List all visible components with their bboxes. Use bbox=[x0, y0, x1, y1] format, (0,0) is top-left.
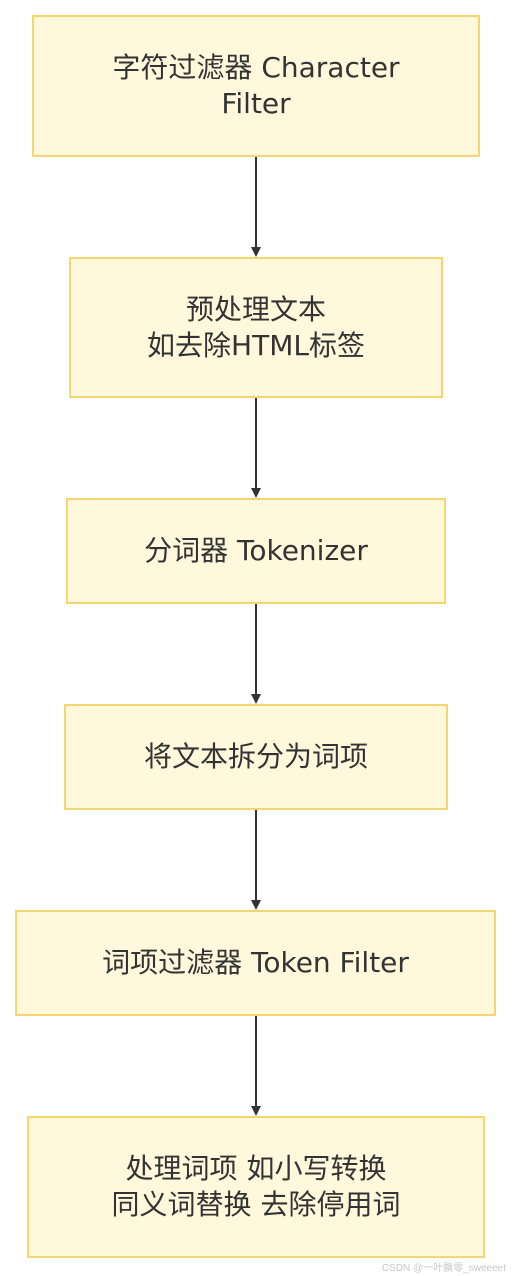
node-preprocess-text: 预处理文本 如去除HTML标签 bbox=[69, 257, 443, 398]
node-tokenizer: 分词器 Tokenizer bbox=[66, 498, 446, 604]
node-split-terms: 将文本拆分为词项 bbox=[64, 704, 448, 810]
node-label: 将文本拆分为词项 bbox=[143, 740, 368, 773]
node-label: 预处理文本 如去除HTML标签 bbox=[147, 292, 365, 362]
node-label: 词项过滤器 Token Filter bbox=[102, 946, 409, 979]
node-token-filter: 词项过滤器 Token Filter bbox=[15, 910, 496, 1016]
node-label: 处理词项 如小写转换 同义词替换 去除停用词 bbox=[111, 1152, 401, 1221]
node-label: 字符过滤器 Character Filter bbox=[112, 51, 400, 120]
node-character-filter: 字符过滤器 Character Filter bbox=[32, 15, 480, 157]
watermark: CSDN @一叶飘零_sweeeet bbox=[381, 1263, 506, 1274]
node-label: 分词器 Tokenizer bbox=[144, 534, 368, 567]
node-process-terms: 处理词项 如小写转换 同义词替换 去除停用词 bbox=[27, 1116, 485, 1258]
